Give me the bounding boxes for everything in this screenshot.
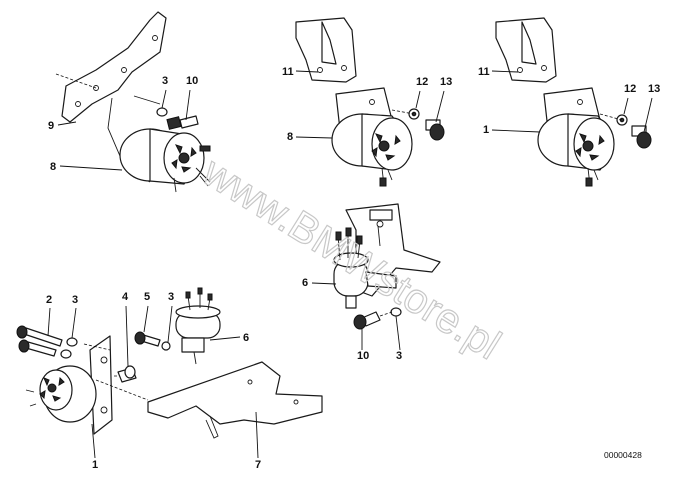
bracket-9 (61, 11, 167, 123)
assembly-upper-left (55, 11, 211, 193)
callout-3-c3c: 3 (72, 294, 78, 306)
callout-3-c3a: 3 (162, 75, 168, 87)
callout-13-c13b: 13 (648, 83, 660, 95)
callout-3-c3d: 3 (168, 291, 174, 303)
actuator-8-upper-middle (331, 113, 413, 187)
plate-7 (147, 361, 323, 425)
callout-4-c4: 4 (122, 291, 129, 303)
callout-13-c13a: 13 (440, 76, 452, 88)
actuator-1-upper-right (537, 113, 615, 187)
valve-6-middle (333, 227, 397, 309)
callout-1-c1b: 1 (92, 459, 98, 471)
callout-7-c7: 7 (255, 459, 261, 471)
callout-1-c1a: 1 (483, 124, 489, 136)
valve-6-bottom (175, 287, 221, 365)
callout-12-c12b: 12 (624, 83, 636, 95)
assembly-middle-valve (333, 203, 441, 330)
assembly-upper-right (495, 17, 652, 187)
callout-11-c11b: 11 (478, 66, 490, 78)
callout-8-c8a: 8 (50, 161, 56, 173)
callout-10-c10a: 10 (186, 75, 198, 87)
callout-12-c12a: 12 (416, 76, 428, 88)
reference-number: 00000428 (604, 450, 642, 460)
callout-6-c6a: 6 (302, 277, 308, 289)
assembly-upper-middle (295, 17, 445, 187)
callout-8-c8b: 8 (287, 131, 293, 143)
assembly-bottom (16, 287, 323, 439)
actuator-8-upper-left (119, 128, 211, 193)
actuator-1-bottom (25, 365, 97, 423)
callout-5-c5: 5 (144, 291, 150, 303)
callout-2-c2: 2 (46, 294, 52, 306)
leader-lines (47, 70, 653, 459)
callout-10-c10b: 10 (357, 350, 369, 362)
callout-3-c3b: 3 (396, 350, 402, 362)
callout-9-c9: 9 (48, 120, 54, 132)
watermark-text: www.BMWstore.pl (194, 147, 509, 368)
callout-6-c6b: 6 (243, 332, 249, 344)
callout-11-c11a: 11 (282, 66, 294, 78)
callout-labels: 9 3 10 8 11 12 13 8 11 12 13 1 6 10 3 2 3 4 5 3 6 1 7 (46, 66, 660, 471)
